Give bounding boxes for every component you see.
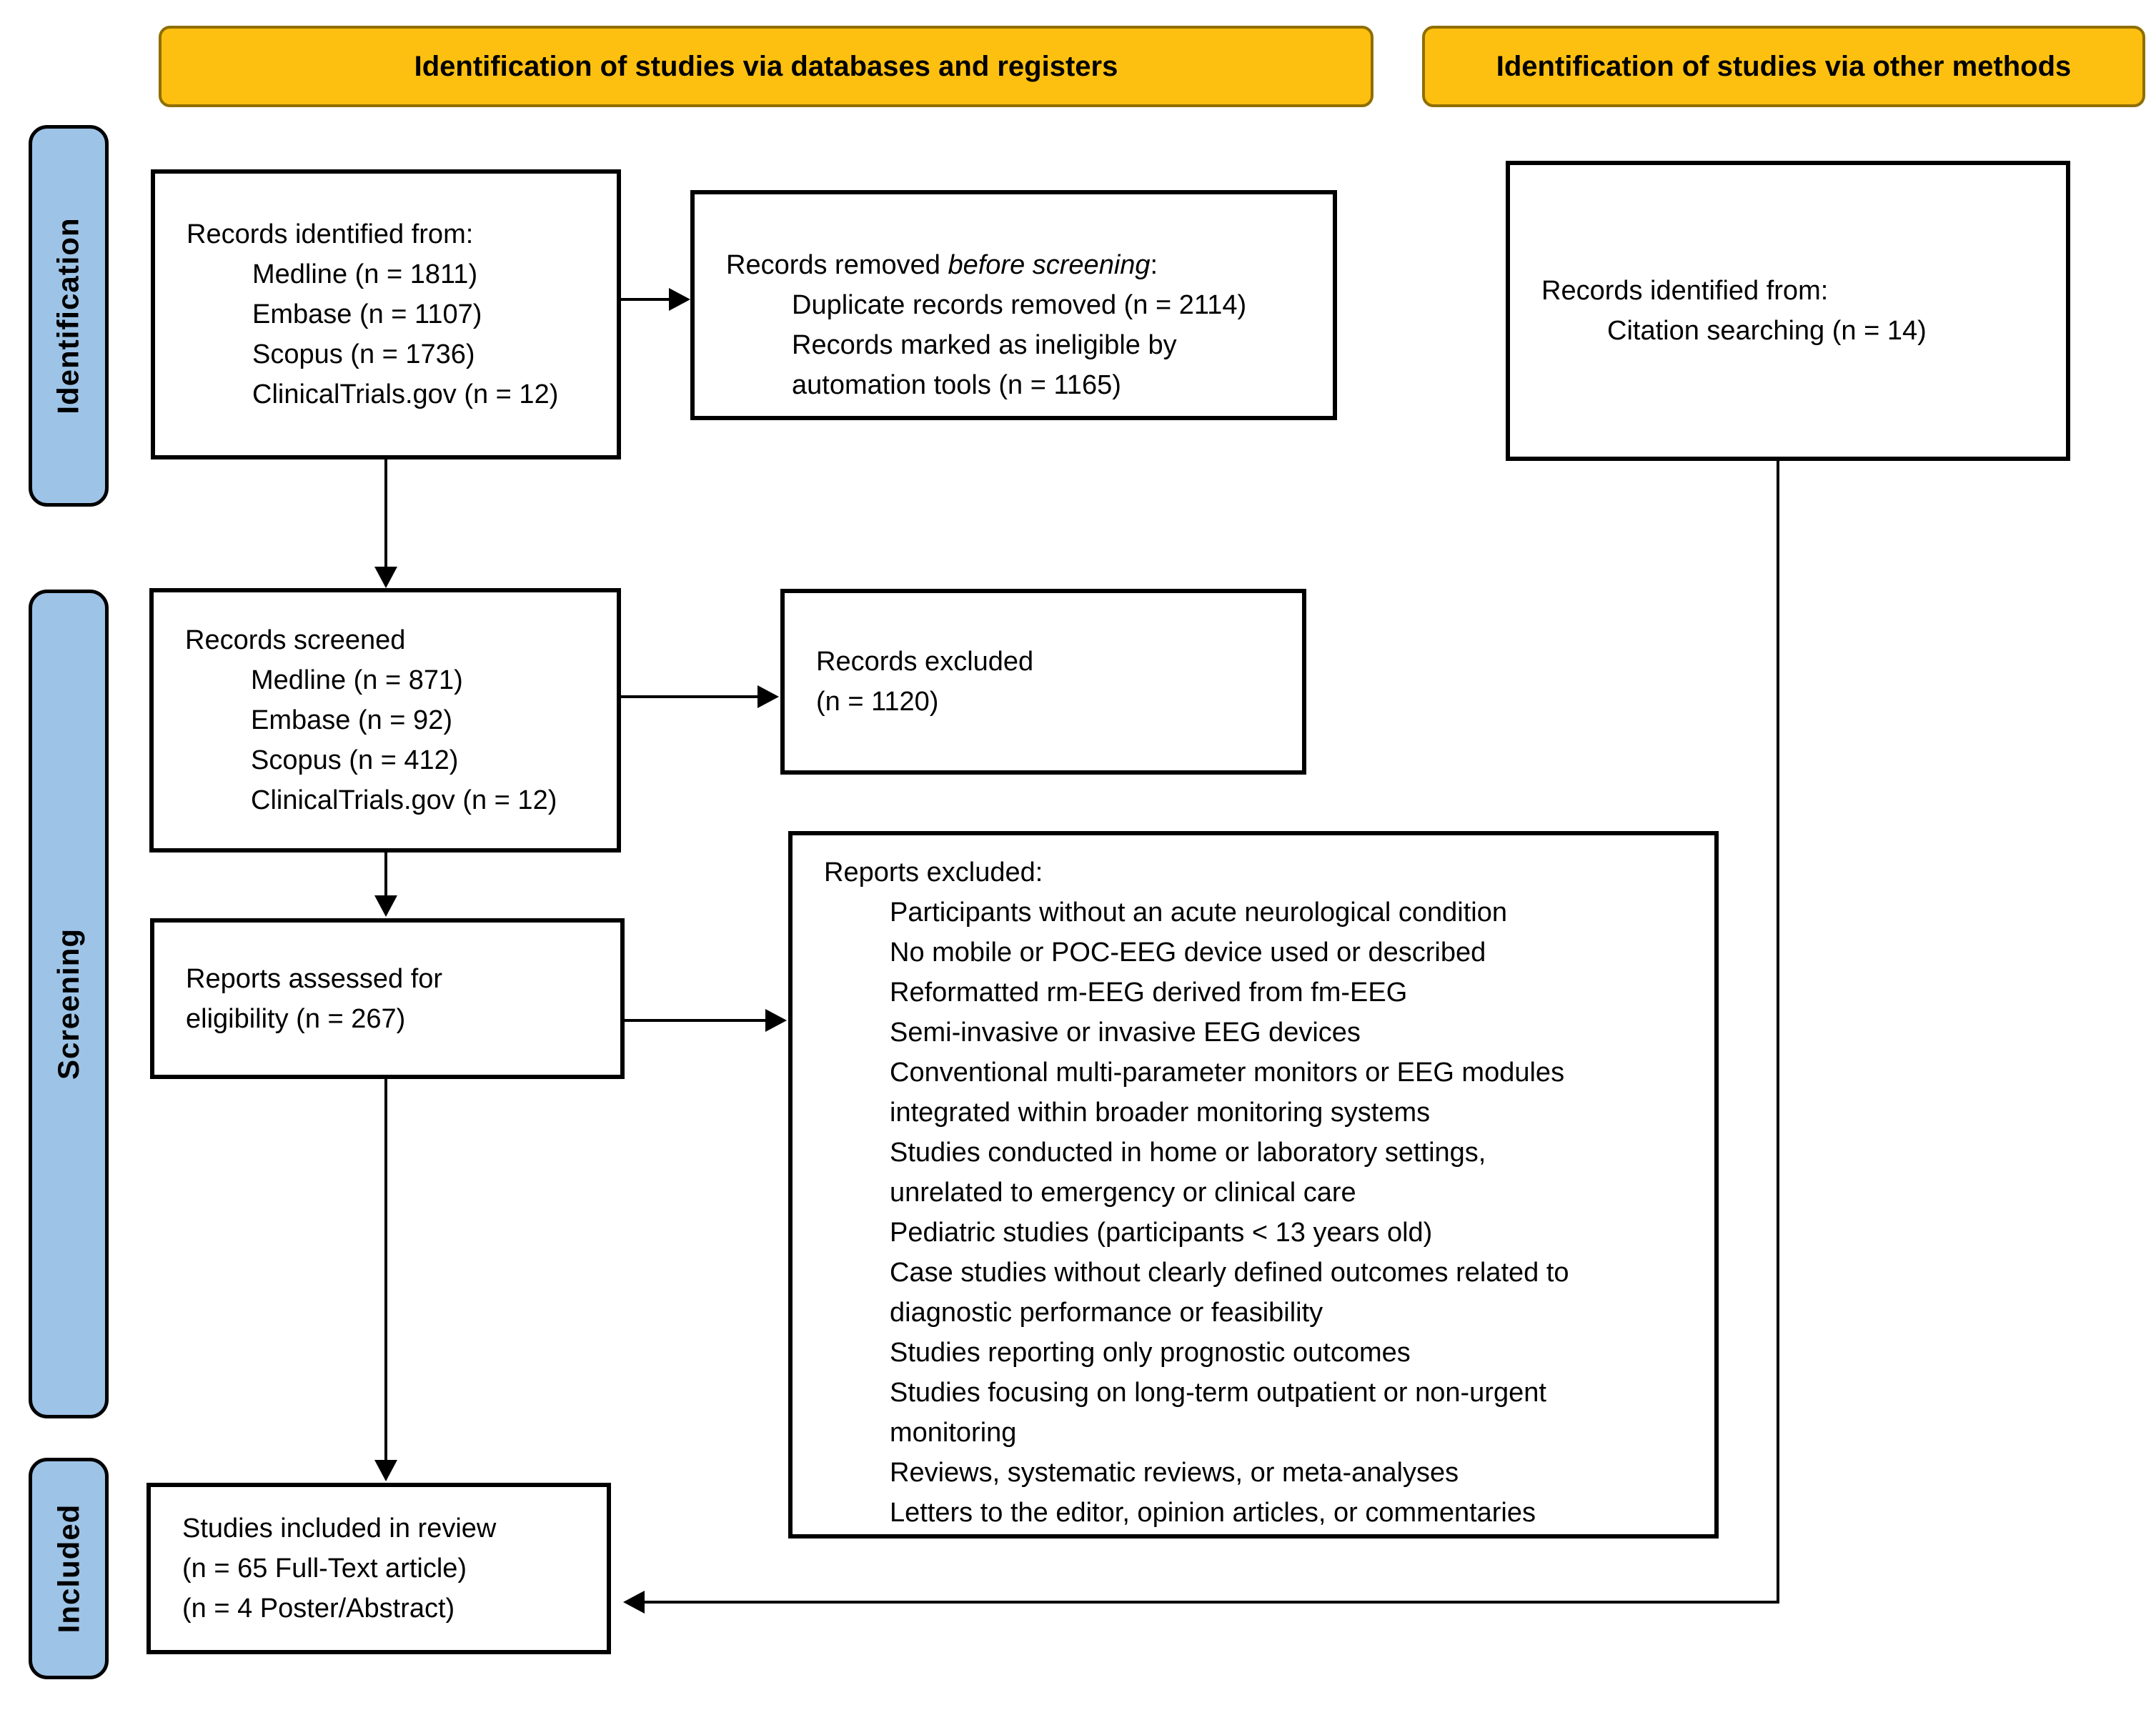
box-records-removed-title: Records removed before screening: [726, 205, 1316, 285]
list-item: Semi-invasive or invasive EEG devices [890, 1018, 1361, 1048]
box-records-identified: Records identified from: Medline (n = 18… [151, 169, 621, 459]
records-removed-title-italic: before screening [948, 250, 1151, 280]
list-item: (n = 4 Poster/Abstract) [182, 1594, 455, 1624]
stage-screening-label: Screening [51, 928, 86, 1080]
box-records-identified-title: Records identified from: [187, 219, 474, 249]
list-item: Citation searching (n = 14) [1607, 316, 1927, 346]
banner-databases-label: Identification of studies via databases … [414, 50, 1118, 82]
arrow-assessed-to-reports-excluded-line [625, 1019, 767, 1022]
arrow-screened-to-excluded-line [621, 695, 760, 698]
list-item: ClinicalTrials.gov (n = 12) [251, 785, 557, 815]
list-item: Duplicate records removed (n = 2114) [792, 290, 1247, 320]
stage-identification-label: Identification [51, 217, 85, 414]
box-records-screened: Records screened Medline (n = 871) Embase… [149, 588, 621, 852]
list-item: Pediatric studies (participants < 13 yea… [890, 1218, 1433, 1248]
list-item: Reformatted rm-EEG derived from fm-EEG [890, 978, 1408, 1008]
list-item: Studies focusing on long-term outpatient… [890, 1378, 1546, 1448]
box-records-identified-items: Medline (n = 1811) Embase (n = 1107) Scopu… [187, 254, 600, 414]
arrow-identified-to-screened-head [374, 567, 397, 588]
arrow-screened-to-assessed-line [384, 852, 387, 897]
list-item: Scopus (n = 412) [251, 745, 459, 775]
arrow-citation-to-included-line [643, 1601, 1779, 1604]
list-item: Studies reporting only prognostic outcom… [890, 1338, 1411, 1368]
arrow-identified-to-removed-head [669, 288, 690, 311]
box-reports-assessed-text: Reports assessed for eligibility (n = 26… [186, 963, 443, 1034]
arrow-screened-to-assessed-head [374, 895, 397, 917]
list-item: Embase (n = 1107) [252, 299, 482, 329]
list-item: Studies conducted in home or laboratory … [890, 1138, 1486, 1208]
box-records-excluded-text: Records excluded (n = 1120) [816, 647, 1034, 717]
stage-bar-included: Included [29, 1458, 109, 1679]
records-removed-title-prefix: Records removed [726, 250, 948, 280]
arrow-citation-down-line [1777, 461, 1779, 1604]
arrow-assessed-to-included-line [384, 1079, 387, 1461]
arrow-identified-to-screened-line [384, 459, 387, 568]
list-item: Case studies without clearly defined out… [890, 1258, 1569, 1328]
list-item: Letters to the editor, opinion articles,… [890, 1498, 1536, 1528]
list-item: ClinicalTrials.gov (n = 12) [252, 379, 559, 409]
arrow-assessed-to-included-head [374, 1460, 397, 1481]
banner-other-label: Identification of studies via other meth… [1496, 50, 2072, 82]
box-reports-assessed: Reports assessed for eligibility (n = 26… [150, 918, 625, 1079]
box-records-screened-title: Records screened [185, 625, 406, 655]
box-reports-excluded: Reports excluded: Participants without a… [788, 831, 1719, 1538]
stage-bar-screening: Screening [29, 590, 109, 1418]
list-item: (n = 65 Full-Text article) [182, 1554, 467, 1584]
list-item: Reviews, systematic reviews, or meta-ana… [890, 1458, 1459, 1488]
box-citation-identified-items: Citation searching (n = 14) [1541, 311, 2049, 351]
list-item: Records marked as ineligible by automati… [792, 330, 1177, 400]
list-item: Conventional multi-parameter monitors or… [890, 1058, 1565, 1128]
banner-other-methods: Identification of studies via other meth… [1422, 26, 2145, 107]
box-records-removed: Records removed before screening: Duplic… [690, 190, 1337, 420]
box-citation-identified: Records identified from: Citation search… [1506, 161, 2070, 461]
list-item: Medline (n = 1811) [252, 259, 478, 289]
records-removed-title-suffix: : [1150, 250, 1158, 280]
box-records-removed-items: Duplicate records removed (n = 2114) Reco… [726, 285, 1316, 405]
arrow-screened-to-excluded-head [757, 685, 779, 708]
arrow-assessed-to-reports-excluded-head [765, 1009, 787, 1032]
box-records-screened-items: Medline (n = 871) Embase (n = 92) Scopus (… [185, 660, 600, 820]
arrow-citation-to-included-head [623, 1591, 645, 1614]
list-item: Scopus (n = 1736) [252, 339, 475, 369]
list-item: Studies included in review [182, 1513, 497, 1544]
box-studies-included: Studies included in review (n = 65 Full-T… [146, 1483, 611, 1654]
box-reports-excluded-title: Reports excluded: [824, 858, 1043, 888]
arrow-identified-to-removed-line [621, 298, 671, 301]
box-citation-identified-title: Records identified from: [1541, 276, 1829, 306]
banner-databases-registers: Identification of studies via databases … [159, 26, 1373, 107]
list-item: No mobile or POC-EEG device used or desc… [890, 938, 1486, 968]
list-item: Participants without an acute neurologic… [890, 898, 1507, 928]
stage-bar-identification: Identification [29, 125, 109, 507]
list-item: Embase (n = 92) [251, 705, 452, 735]
box-records-excluded: Records excluded (n = 1120) [780, 589, 1306, 775]
box-studies-included-lines: Studies included in review (n = 65 Full-T… [182, 1508, 590, 1629]
stage-included-label: Included [51, 1503, 85, 1634]
list-item: Medline (n = 871) [251, 665, 463, 695]
box-reports-excluded-items: Participants without an acute neurologic… [824, 893, 1697, 1533]
